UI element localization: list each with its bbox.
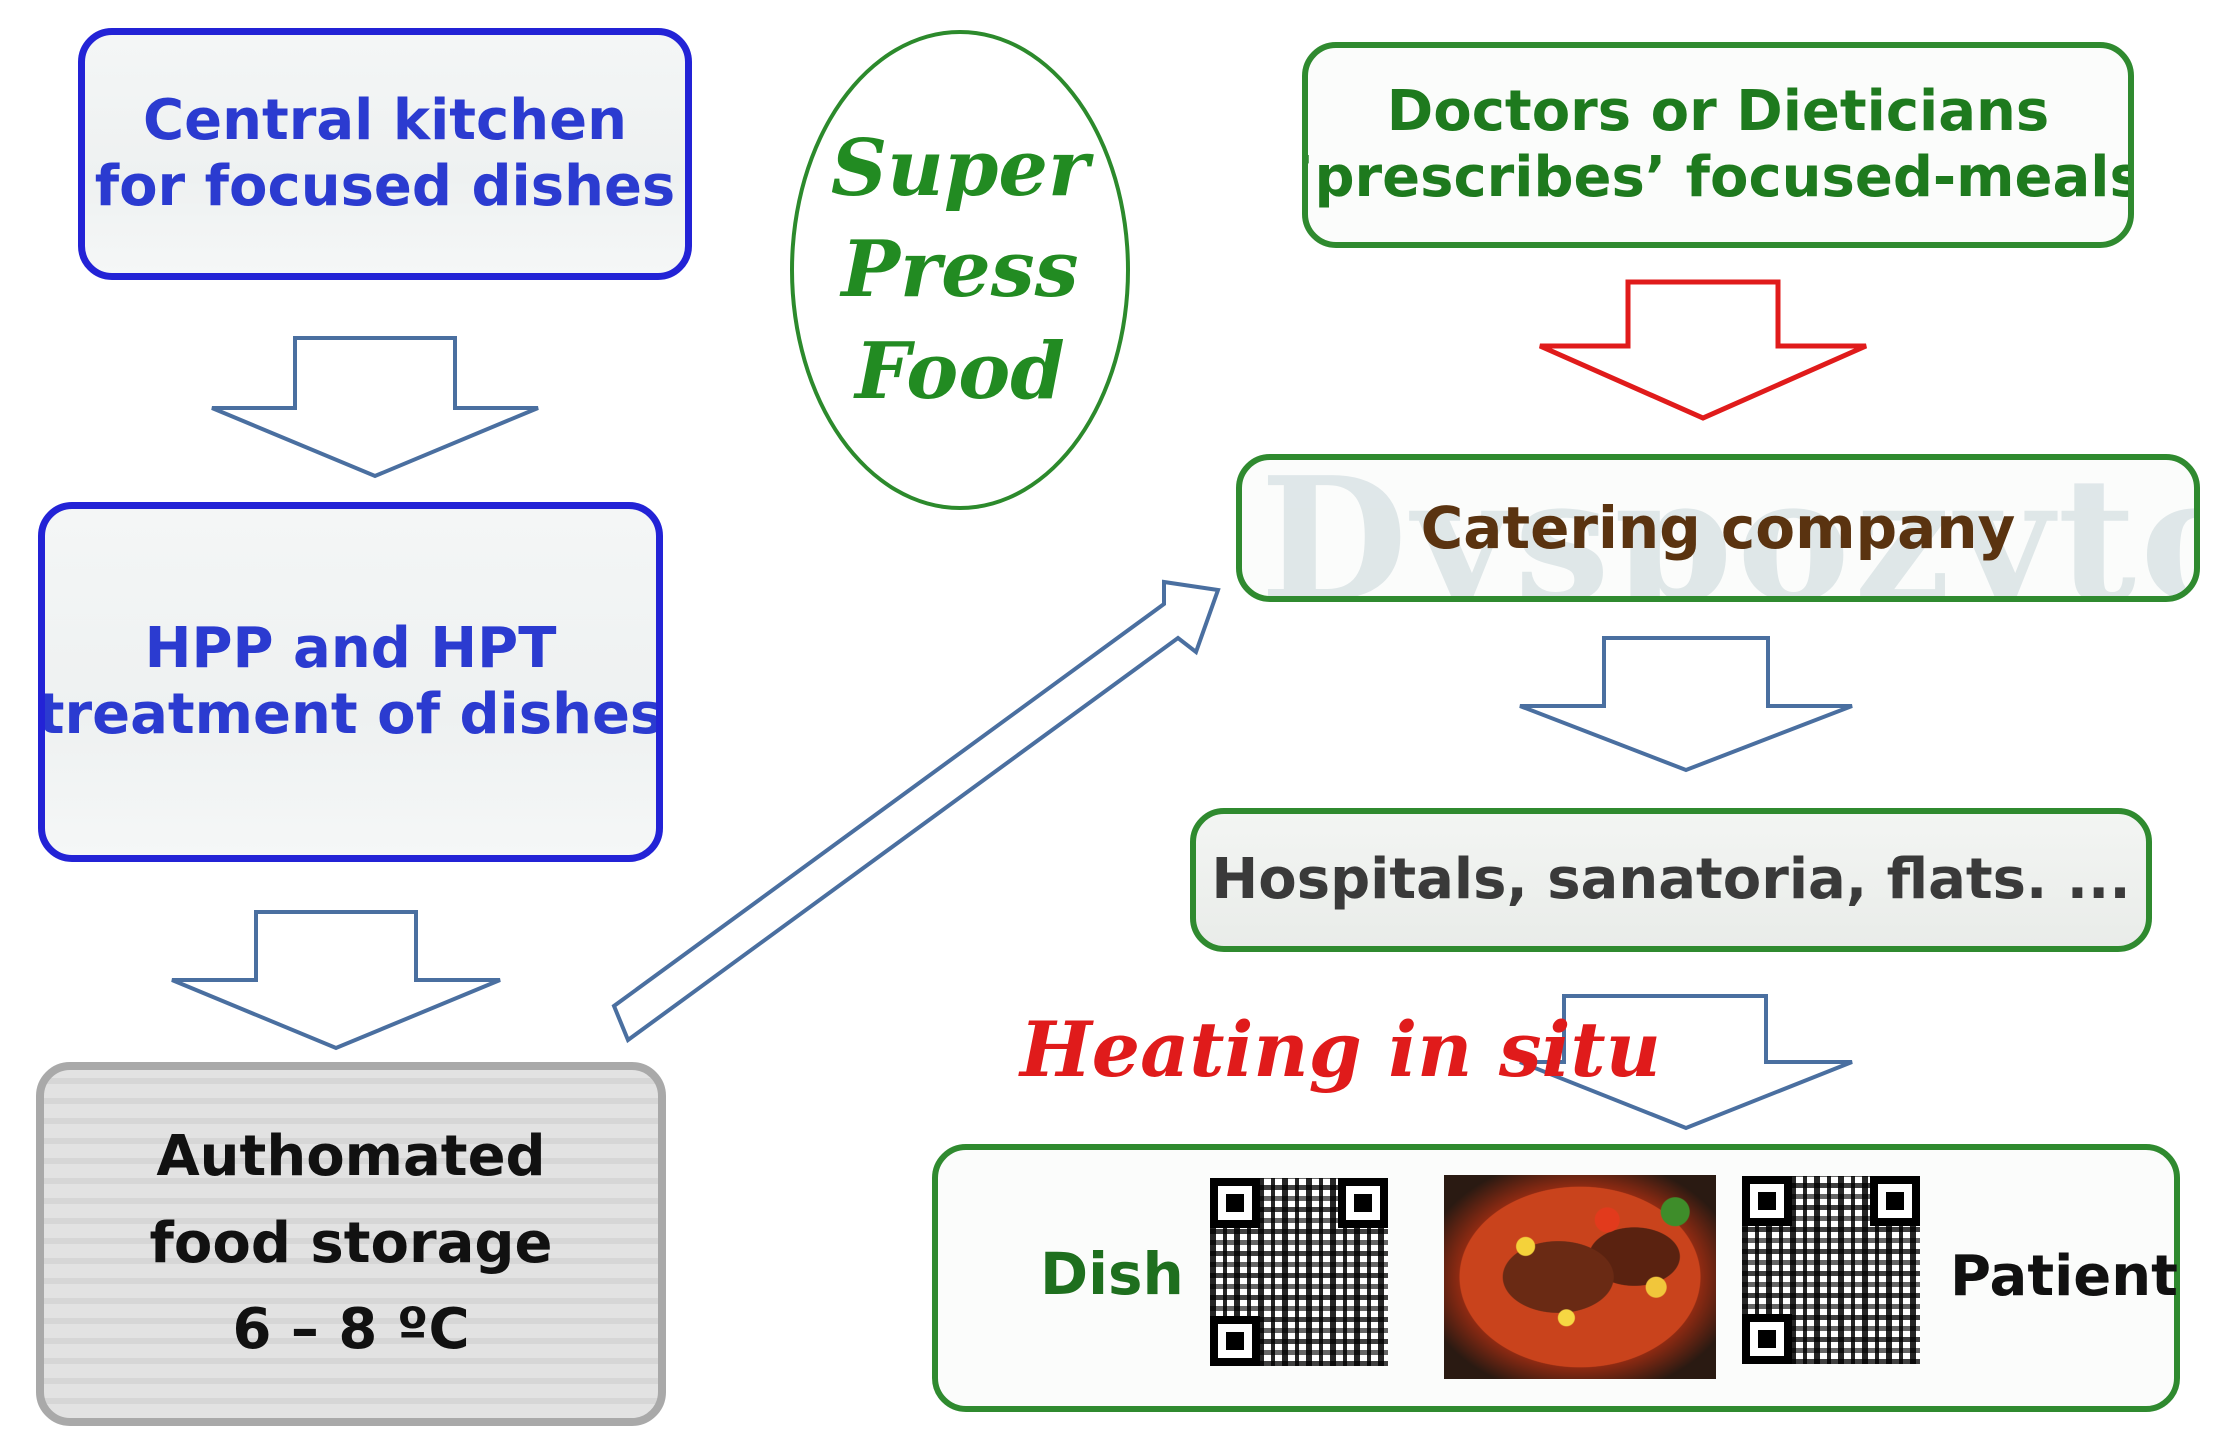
hospitals-label: Hospitals, sanatoria, flats. ... [1211, 846, 2131, 912]
qr-code-icon [1210, 1178, 1388, 1366]
hpp-line1: HPP and HPT [144, 615, 557, 681]
storage-line3: 6 – 8 ºC [232, 1297, 470, 1363]
super-label: Super [830, 122, 1090, 214]
doctors-line2: ’prescribes’ focused-meals [1302, 145, 2134, 210]
storage-line2: food storage [149, 1210, 553, 1276]
diagonal-arrow [611, 579, 1221, 1044]
food-storage-box: Authomated food storage 6 – 8 ºC [36, 1062, 666, 1426]
super-press-food-ellipse: Super Press Food [790, 30, 1130, 510]
central-kitchen-line2: for focused dishes [94, 154, 676, 219]
central-kitchen-line1: Central kitchen [143, 87, 627, 153]
catering-company-box: Dyspozytor Catering company [1236, 454, 2200, 602]
patient-label: Patient [1950, 1244, 2178, 1309]
catering-label: Catering company [1420, 493, 2016, 562]
heating-in-situ-label: Heating in situ [1020, 1005, 1661, 1094]
down-arrow-2 [171, 910, 501, 1051]
doctors-line1: Doctors or Dieticians [1386, 78, 2050, 144]
dish-label: Dish [1040, 1240, 1184, 1308]
hpp-line2: treatment of dishes [38, 682, 663, 747]
hpp-treatment-box: HPP and HPT treatment of dishes [38, 502, 663, 862]
down-arrow-4 [1519, 994, 1853, 1131]
doctors-box: Doctors or Dieticians ’prescribes’ focus… [1302, 42, 2134, 248]
dish-photo [1444, 1175, 1716, 1379]
red-down-arrow [1538, 279, 1868, 421]
food-label: Food [855, 325, 1065, 417]
down-arrow-3 [1519, 636, 1853, 773]
qr-code-icon [1742, 1176, 1920, 1364]
press-label: Press [841, 224, 1079, 316]
catering-watermark: Dyspozytor [1260, 454, 2194, 602]
hospitals-box: Hospitals, sanatoria, flats. ... [1190, 808, 2152, 952]
central-kitchen-box: Central kitchen for focused dishes [78, 28, 692, 280]
down-arrow-1 [211, 336, 539, 479]
storage-line1: Authomated [156, 1123, 546, 1189]
